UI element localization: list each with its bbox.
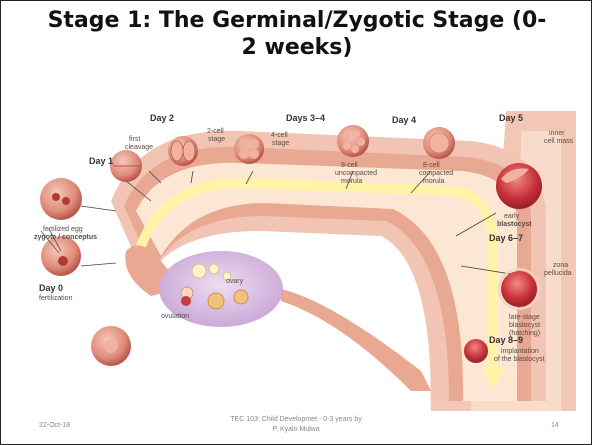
day-1-label: Day 1 xyxy=(89,156,113,166)
day1-fertilized-egg xyxy=(40,178,82,220)
day-2-label: Day 2 xyxy=(150,113,174,123)
uncompacted-label-3: morula xyxy=(341,178,363,185)
first-cleavage-label-2: cleavage xyxy=(125,144,153,151)
zona-label-2: pellucida xyxy=(544,270,572,277)
compacted-label-1: 8-cell xyxy=(423,162,440,169)
compacted-morula xyxy=(423,127,455,159)
early-blastocyst-label-2: blastocyst xyxy=(497,221,532,228)
two-cell-label-1: 2-cell xyxy=(207,128,224,135)
late-blastocyst-label-3: (hatching) xyxy=(509,330,540,337)
uncompacted-morula xyxy=(337,125,369,157)
day-6-7-label: Day 6–7 xyxy=(489,233,523,243)
ovulated-egg xyxy=(91,326,131,366)
compacted-label-3: morula xyxy=(423,178,445,185)
first-cleavage-cell xyxy=(110,150,142,182)
page-number: 14 xyxy=(551,422,559,429)
day-5-label: Day 5 xyxy=(499,113,523,123)
footer-course: TEC 103: Child Developmet - 0-3 years by… xyxy=(201,415,391,435)
early-blastocyst-label-1: early xyxy=(504,213,520,220)
embryo-development-diagram: Day 0 Day 1 Day 2 Days 3–4 Day 4 Day 5 D… xyxy=(1,71,592,411)
late-blastocyst-label-2: blastocyst xyxy=(509,322,540,329)
four-cell-label-2: stage xyxy=(272,140,289,147)
day-0-label: Day 0 xyxy=(39,283,63,293)
compacted-label-2: compacted xyxy=(419,170,453,177)
implantation-label-2: of the blastocyst xyxy=(494,356,545,363)
implantation-label-1: implantation xyxy=(501,348,539,355)
two-cell-stage xyxy=(168,136,198,166)
late-stage-blastocyst xyxy=(499,269,539,309)
four-cell-stage xyxy=(234,134,264,164)
fertilization-label: fertilization xyxy=(39,295,73,302)
footer-date: 22-Oct-18 xyxy=(39,422,70,429)
uncompacted-label-1: 8-cell xyxy=(341,162,358,169)
four-cell-label-1: 4-cell xyxy=(271,132,288,139)
inner-cell-mass-label-1: inner xyxy=(549,130,565,137)
ovulation-label: ovulation xyxy=(161,313,189,320)
zygote-label: zygote / conceptus xyxy=(34,234,97,241)
early-blastocyst xyxy=(496,163,542,209)
days-3-4-label: Days 3–4 xyxy=(286,113,325,123)
two-cell-label-2: stage xyxy=(208,136,225,143)
footer-course-line-2: P. Kyalo Mulwa xyxy=(201,425,391,435)
ovarian-ligament xyxy=(281,289,431,391)
first-cleavage-label-1: first xyxy=(129,136,140,143)
inner-cell-mass-label-2: cell mass xyxy=(544,138,574,145)
uncompacted-label-2: uncompacted xyxy=(335,170,377,177)
late-blastocyst-label-1: late-stage xyxy=(509,314,540,321)
fertilized-egg-label: fertilized egg xyxy=(43,226,83,233)
zona-label-1: zona xyxy=(553,262,568,269)
day-4-label: Day 4 xyxy=(392,115,416,125)
slide-title: Stage 1: The Germinal/Zygotic Stage (0-2… xyxy=(41,7,553,61)
implanting-blastocyst xyxy=(464,339,488,363)
ovary-label: ovary xyxy=(226,278,244,285)
footer-course-line-1: TEC 103: Child Developmet - 0-3 years by xyxy=(201,415,391,425)
